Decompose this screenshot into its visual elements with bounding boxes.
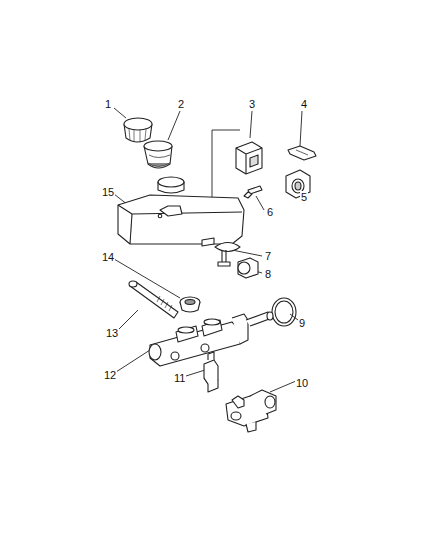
pin [129,281,178,318]
callout-number: 15 [101,186,115,198]
callout-number: 8 [264,268,272,280]
callout-number: 5 [300,191,308,203]
leader-lines [114,108,302,392]
callout-number: 6 [266,206,274,218]
electrical-connector [236,142,262,174]
callout-number: 3 [248,98,256,110]
callout-number: 4 [300,98,308,110]
fluid-reservoir [118,177,244,246]
callout-number: 7 [264,250,272,262]
fitting [204,352,218,392]
callout-number: 13 [105,327,119,339]
callout-number: 14 [101,251,115,263]
terminal [288,146,316,160]
grommet [180,297,200,312]
valve-assembly [226,390,276,432]
callout-number: 10 [295,377,309,389]
o-ring [272,298,296,326]
callout-number: 9 [298,317,306,329]
plug [238,258,258,278]
callout-number: 2 [177,98,185,110]
screw [244,186,262,198]
sensor [215,243,240,267]
master-cylinder [149,312,273,366]
callout-number: 11 [173,372,186,384]
callout-number: 1 [104,98,112,110]
strainer [144,141,172,168]
callout-number: 12 [103,369,117,381]
reservoir-cap [124,118,152,142]
